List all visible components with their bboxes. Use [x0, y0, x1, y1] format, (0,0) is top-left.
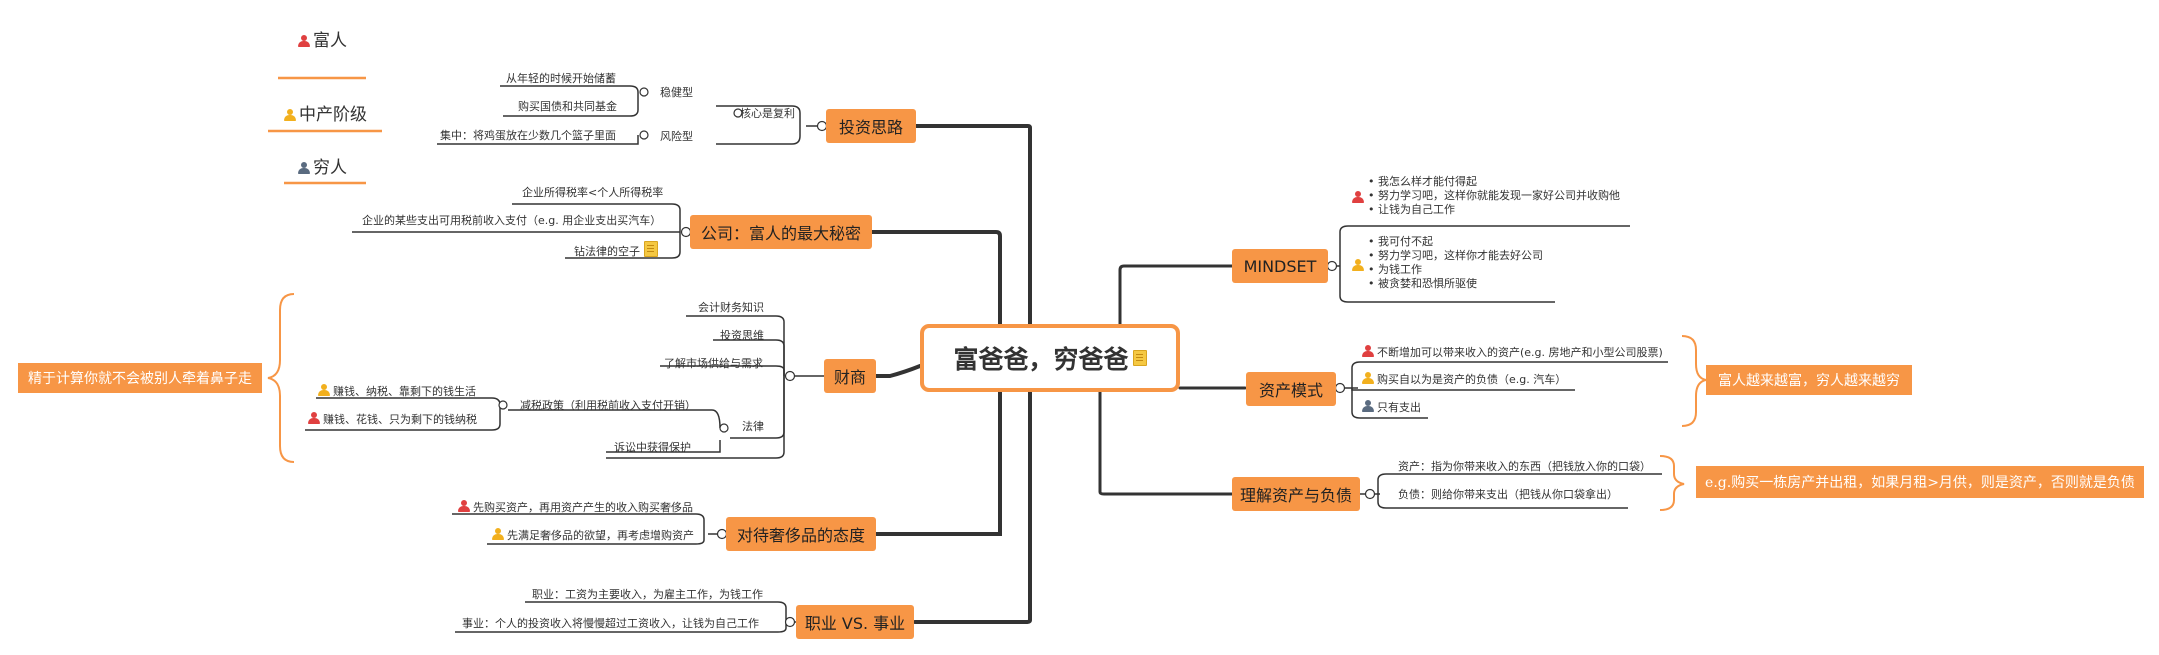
- person-red-icon: [298, 35, 310, 47]
- mindset-rich-group[interactable]: • 我怎么样才能付得起 • 努力学习吧，这样你就能发现一家好公司并收购他 • 让…: [1352, 175, 1620, 217]
- topic-finance[interactable]: 财商: [824, 359, 876, 393]
- asset-rich[interactable]: 不断增加可以带来收入的资产(e.g. 房地产和小型公司股票): [1362, 345, 1663, 360]
- asset-brace: [1681, 335, 1707, 427]
- topic-mindset[interactable]: MINDSET: [1232, 249, 1328, 283]
- finance-tax-rich-label: 赚钱、花钱、只为剩下的钱纳税: [323, 413, 477, 426]
- branch-company-line: [870, 230, 1002, 326]
- mindset-middle-item-2: • 努力学习吧，这样你才能去好公司: [1368, 249, 1543, 262]
- topic-finance-label: 财商: [833, 368, 866, 387]
- finance-item-3[interactable]: 了解市场供给与需求: [664, 357, 763, 370]
- person-red-icon: [308, 412, 320, 424]
- finance-lawsuit-label[interactable]: 诉讼中获得保护: [614, 441, 691, 454]
- branch-mindset-line: [1118, 264, 1234, 326]
- mindset-middle-group[interactable]: • 我可付不起 • 努力学习吧，这样你才能去好公司 • 为钱工作 • 被贪婪和恐…: [1352, 235, 1543, 291]
- luxury-middle[interactable]: 先满足奢侈品的欲望，再考虑增购资产: [492, 528, 694, 543]
- understand-liability-label[interactable]: 负债：则给你带来支出（把钱从你口袋拿出）: [1398, 488, 1618, 501]
- asset-callout[interactable]: 富人越来越富，穷人越来越穷: [1706, 365, 1912, 395]
- legend-poor: 穷人: [298, 153, 347, 178]
- branch-luxury-line: [874, 390, 1002, 536]
- company-item-2[interactable]: 企业的某些支出可用税前收入支付（e.g. 用企业支出买汽车）: [362, 214, 662, 227]
- topic-asset-model[interactable]: 资产模式: [1246, 372, 1336, 406]
- invest-risky-item-1[interactable]: 集中：将鸡蛋放在少数几个篮子里面: [440, 129, 616, 142]
- asset-poor[interactable]: 只有支出: [1362, 400, 1421, 415]
- finance-item-2[interactable]: 投资思维: [720, 329, 764, 342]
- understand-callout[interactable]: e.g.购买一栋房产并出租，如果月租>月供，则是资产，否则就是负债: [1696, 466, 2144, 498]
- finance-law-label[interactable]: 法律: [742, 420, 764, 433]
- topic-luxury-label: 对待奢侈品的态度: [736, 526, 865, 545]
- person-yellow-icon: [318, 384, 330, 396]
- finance-brace: [267, 293, 295, 463]
- topic-luxury[interactable]: 对待奢侈品的态度: [726, 517, 876, 551]
- topic-career-label: 职业 VS. 事业: [804, 614, 906, 633]
- note-icon[interactable]: [644, 241, 658, 257]
- topic-asset-model-label: 资产模式: [1258, 381, 1323, 400]
- invest-core-label[interactable]: 核心是复利: [740, 107, 795, 120]
- asset-poor-label: 只有支出: [1377, 401, 1421, 414]
- career-job-label[interactable]: 职业：工资为主要收入，为雇主工作，为钱工作: [532, 588, 763, 601]
- finance-tax-middle[interactable]: 赚钱、纳税、靠剩下的钱生活: [318, 384, 476, 399]
- central-topic[interactable]: 富爸爸，穷爸爸: [920, 324, 1180, 392]
- topic-career[interactable]: 职业 VS. 事业: [796, 605, 914, 639]
- note-icon[interactable]: [1132, 350, 1147, 366]
- person-red-icon: [1362, 345, 1374, 357]
- person-yellow-icon: [1352, 259, 1364, 271]
- asset-middle[interactable]: 购买自以为是资产的负债（e.g. 汽车）: [1362, 372, 1566, 387]
- career-business-label[interactable]: 事业：个人的投资收入将慢慢超过工资收入，让钱为自己工作: [462, 617, 759, 630]
- branch-invest-line: [913, 124, 1032, 326]
- finance-callout-label: 精于计算你就不会被别人牵着鼻子走: [28, 371, 252, 387]
- luxury-rich-label: 先购买资产，再用资产产生的收入购买奢侈品: [473, 501, 693, 514]
- company-item-1[interactable]: 企业所得税率<个人所得税率: [522, 186, 664, 199]
- person-red-icon: [458, 500, 470, 512]
- finance-callout[interactable]: 精于计算你就不会被别人牵着鼻子走: [18, 363, 262, 393]
- mindset-rich-item-3: • 让钱为自己工作: [1368, 203, 1455, 216]
- person-red-icon: [1352, 191, 1364, 203]
- luxury-middle-label: 先满足奢侈品的欲望，再考虑增购资产: [507, 529, 694, 542]
- legend-middle: 中产阶级: [284, 100, 367, 125]
- finance-tax-label[interactable]: 减税政策（利用税前收入支付开销）: [520, 399, 696, 412]
- topic-understand[interactable]: 理解资产与负债: [1232, 477, 1360, 511]
- invest-steady-item-1[interactable]: 从年轻的时候开始储蓄: [506, 72, 616, 85]
- mindset-middle-item-3: • 为钱工作: [1368, 263, 1422, 276]
- company-item-3[interactable]: 钻法律的空子: [574, 241, 658, 259]
- central-title: 富爸爸，穷爸爸: [953, 345, 1129, 374]
- legend-poor-label: 穷人: [313, 158, 347, 178]
- company-item-3-label: 钻法律的空子: [574, 245, 640, 258]
- topic-company[interactable]: 公司：富人的最大秘密: [690, 215, 872, 249]
- mindset-middle-item-1: • 我可付不起: [1368, 235, 1433, 248]
- understand-callout-label: e.g.购买一栋房产并出租，如果月租>月供，则是资产，否则就是负债: [1705, 475, 2135, 491]
- finance-item-1[interactable]: 会计财务知识: [698, 301, 764, 314]
- invest-risky-label[interactable]: 风险型: [660, 130, 693, 143]
- understand-brace: [1659, 455, 1685, 511]
- finance-tax-middle-label: 赚钱、纳税、靠剩下的钱生活: [333, 385, 476, 398]
- person-yellow-icon: [1362, 372, 1374, 384]
- person-yellow-icon: [284, 109, 296, 121]
- topic-understand-label: 理解资产与负债: [1239, 486, 1352, 505]
- branch-finance-line: [870, 364, 922, 378]
- person-gray-icon: [1362, 400, 1374, 412]
- topic-company-label: 公司：富人的最大秘密: [700, 224, 861, 243]
- finance-tax-rich[interactable]: 赚钱、花钱、只为剩下的钱纳税: [308, 412, 477, 427]
- asset-callout-label: 富人越来越富，穷人越来越穷: [1718, 373, 1900, 389]
- luxury-rich[interactable]: 先购买资产，再用资产产生的收入购买奢侈品: [458, 500, 693, 515]
- understand-asset-label[interactable]: 资产：指为你带来收入的东西（把钱放入你的口袋）: [1398, 460, 1651, 473]
- topic-invest-label: 投资思路: [838, 118, 903, 137]
- legend-rich: 富人: [298, 26, 347, 51]
- branch-career-line: [913, 390, 1032, 624]
- invest-steady-item-2[interactable]: 购买国债和共同基金: [518, 100, 617, 113]
- legend-rich-label: 富人: [313, 31, 347, 51]
- invest-steady-label[interactable]: 稳健型: [660, 86, 693, 99]
- person-gray-icon: [298, 162, 310, 174]
- mindset-rich-item-1: • 我怎么样才能付得起: [1368, 175, 1477, 188]
- legend-middle-label: 中产阶级: [299, 105, 367, 125]
- person-yellow-icon: [492, 528, 504, 540]
- topic-invest[interactable]: 投资思路: [826, 109, 916, 143]
- branch-understand-line: [1098, 390, 1234, 496]
- asset-middle-label: 购买自以为是资产的负债（e.g. 汽车）: [1377, 373, 1567, 386]
- asset-rich-label: 不断增加可以带来收入的资产(e.g. 房地产和小型公司股票): [1377, 346, 1663, 359]
- mindset-rich-item-2: • 努力学习吧，这样你就能发现一家好公司并收购他: [1368, 189, 1620, 202]
- mindset-middle-item-4: • 被贪婪和恐惧所驱使: [1368, 277, 1477, 290]
- topic-mindset-label: MINDSET: [1243, 256, 1317, 276]
